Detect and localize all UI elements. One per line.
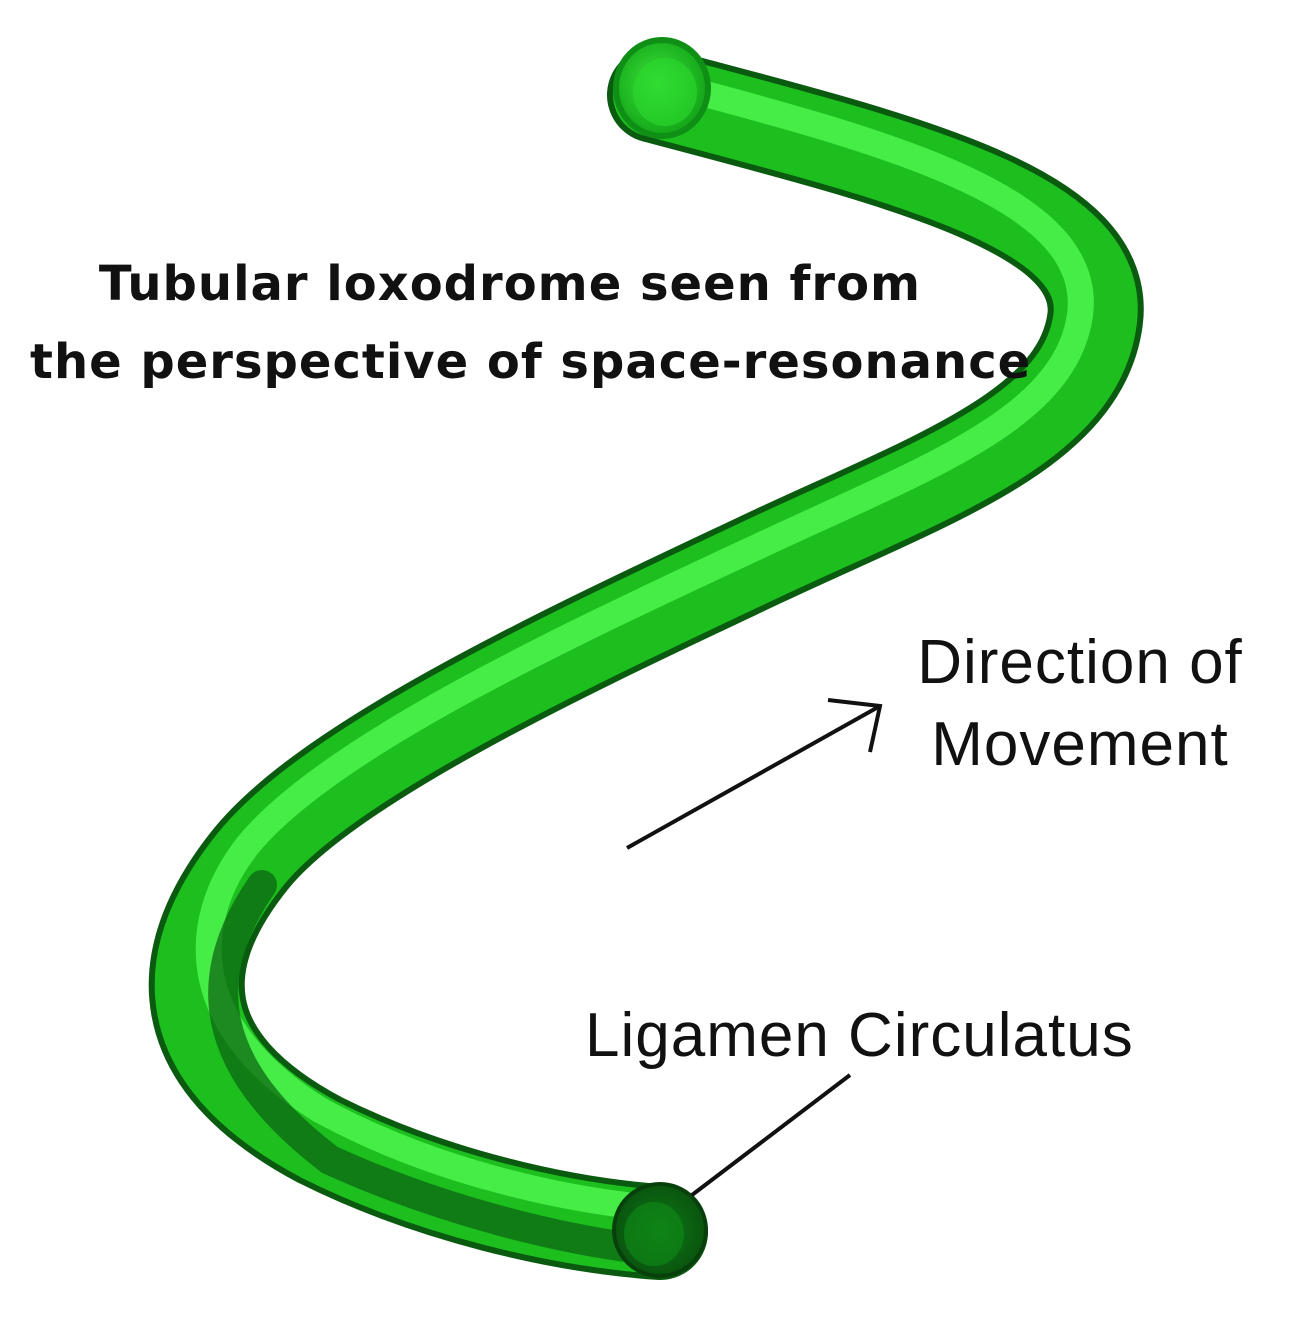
direction-arrow (626, 698, 883, 850)
direction-of-movement-label: Direction of Movement (900, 622, 1260, 786)
ligamen-circulatus-label: Ligamen Circulatus (585, 1001, 1134, 1070)
diagram-title: Tubular loxodrome seen from the perspect… (30, 245, 1032, 401)
direction-line-1: Direction of (917, 628, 1243, 697)
tube-highlight (195, 69, 1094, 1221)
title-line-1: Tubular loxodrome seen from (98, 256, 922, 312)
ligament-leader-line (690, 1073, 852, 1197)
direction-line-2: Movement (931, 710, 1229, 779)
title-line-2: the perspective of space-resonance (30, 334, 1032, 390)
tube-dark-edge (208, 870, 665, 1265)
